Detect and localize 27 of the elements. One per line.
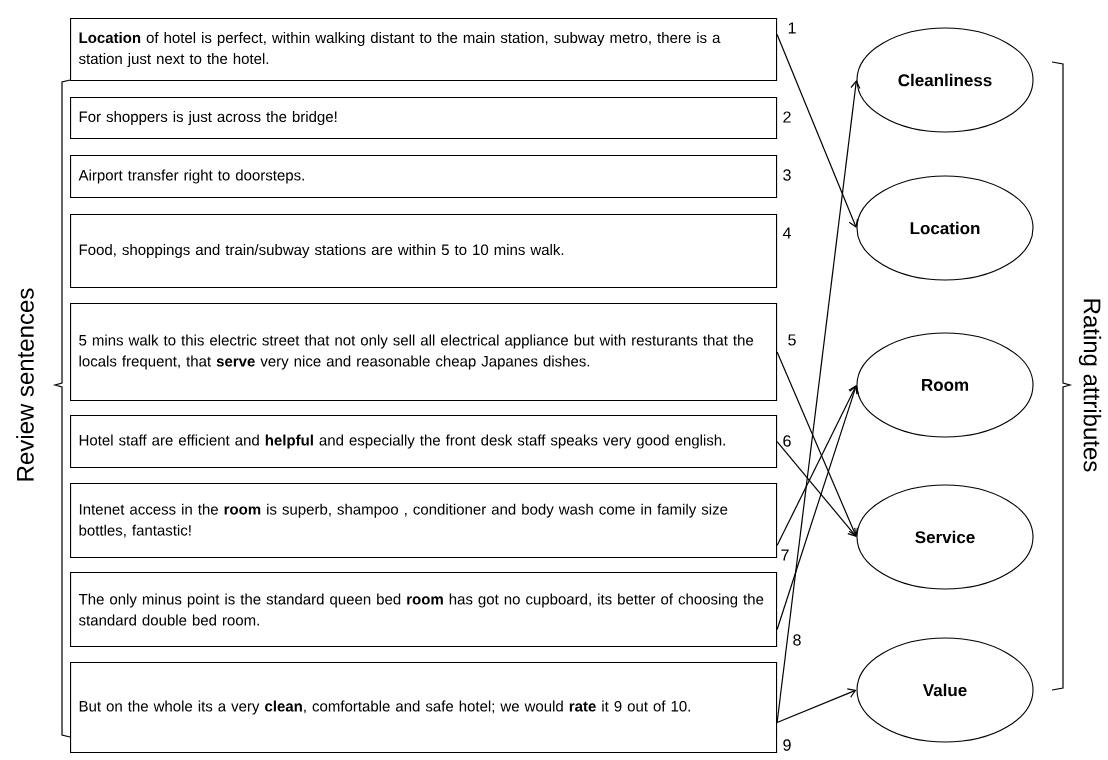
- sentence-box: 5 mins walk to this electric street that not only sell all electrical appliance but with resturants that the locals frequent, that serve very nice and reasonable cheap Japanes dishes.: [70, 303, 778, 402]
- arrow: [776, 33, 859, 228]
- sentence-box: Airport transfer right to doorsteps.: [70, 155, 778, 199]
- sentence-box: But on the whole its a very clean, comfortable and safe hotel; we would rate it 9 out of 10.: [70, 662, 778, 754]
- arrow: [776, 688, 857, 724]
- arrow: [776, 351, 858, 537]
- sentence-box: Hotel staff are efficient and helpful and especially the front desk staff speaks very good english.: [70, 415, 778, 469]
- sentence-number: 4: [782, 227, 791, 239]
- sentence-number: 9: [783, 739, 791, 751]
- arrow: [776, 80, 861, 724]
- sentence-box: The only minus point is the standard queen bed room has got no cupboard, its better of choosing the standard double bed room.: [70, 572, 778, 648]
- sentence-number: 2: [783, 111, 791, 123]
- arrow: [776, 440, 857, 537]
- axis-label: Review sentences: [16, 288, 34, 481]
- sentence-box: Location of hotel is perfect, within walking distant to the main station, subway metro, there is a station just next to the hotel.: [70, 18, 778, 82]
- arrow: [776, 385, 859, 631]
- sentence-number: 6: [783, 435, 791, 447]
- sentence-box: Food, shoppings and train/subway stations are within 5 to 10 mins walk.: [70, 214, 778, 289]
- sentence-number: 1: [788, 22, 796, 34]
- sentence-number: 3: [783, 169, 791, 181]
- sentence-number: 8: [793, 634, 801, 646]
- sentence-number: 7: [781, 549, 789, 561]
- axis-label: Rating attributes: [1078, 299, 1102, 472]
- sentence-number: 5: [788, 334, 796, 346]
- arrow: [776, 385, 858, 547]
- sentence-box: For shoppers is just across the bridge!: [70, 97, 778, 140]
- sentence-box: Intenet access in the room is superb, shampoo , conditioner and body wash come in family size bottles, fantastic!: [70, 483, 778, 559]
